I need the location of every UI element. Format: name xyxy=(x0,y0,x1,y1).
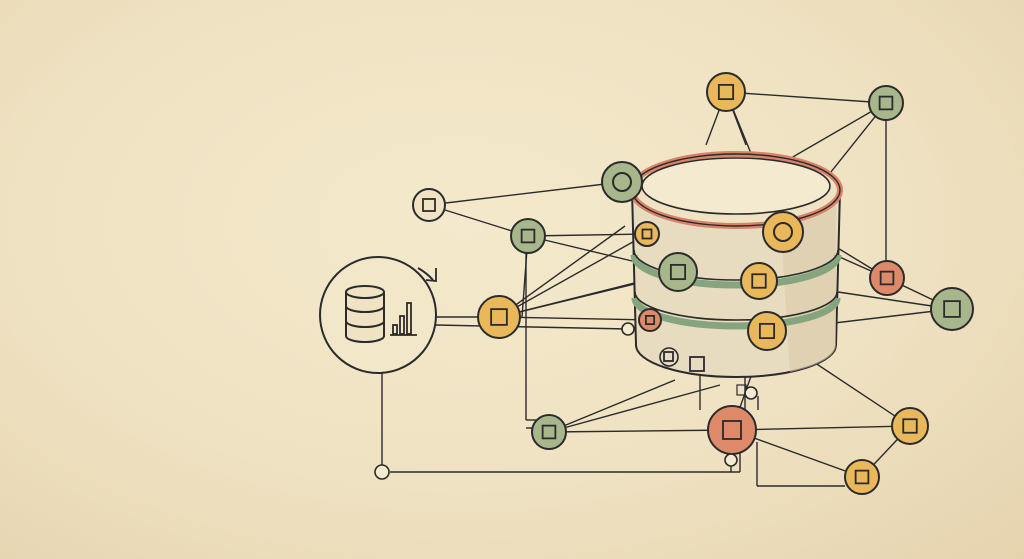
network-node xyxy=(707,405,757,455)
node-circle xyxy=(891,407,929,445)
network-node xyxy=(706,72,746,112)
connector-line xyxy=(548,379,676,433)
square-icon xyxy=(644,314,656,326)
square-icon xyxy=(722,420,742,440)
connector-line xyxy=(548,384,721,433)
network-node xyxy=(868,85,904,121)
node-circle xyxy=(869,260,905,296)
network-node xyxy=(638,308,662,332)
network-node xyxy=(658,252,698,292)
network-node xyxy=(740,262,778,300)
connector-line xyxy=(548,429,733,433)
cylinder-top-inner xyxy=(641,157,831,215)
ring-icon xyxy=(773,222,793,242)
node-circle xyxy=(510,218,546,254)
network-node xyxy=(891,407,929,445)
square-icon xyxy=(902,418,918,434)
node-circle xyxy=(707,405,757,455)
square-icon xyxy=(422,198,436,212)
square-icon xyxy=(717,83,735,101)
square-icon xyxy=(663,351,674,362)
connector-line xyxy=(435,324,629,330)
connector-line xyxy=(498,316,651,321)
network-node xyxy=(510,218,546,254)
network-node xyxy=(844,459,880,495)
network-node xyxy=(930,287,974,331)
connector-line xyxy=(725,91,887,104)
junction-dot xyxy=(744,386,758,400)
square-icon xyxy=(878,95,894,111)
connector-line xyxy=(527,233,648,237)
square-icon xyxy=(854,469,870,485)
node-circle xyxy=(747,311,787,351)
nodes-layer xyxy=(412,72,974,495)
database-analytics-badge xyxy=(319,256,437,374)
node-circle xyxy=(706,72,746,112)
connector-line xyxy=(428,181,623,206)
node-circle xyxy=(844,459,880,495)
cylinder-port-ring xyxy=(659,347,679,367)
junction-dot xyxy=(724,453,738,467)
cylinder-band-1-outline xyxy=(633,249,839,281)
node-circle xyxy=(762,211,804,253)
network-node xyxy=(601,161,643,203)
node-circle xyxy=(740,262,778,300)
database-icon xyxy=(345,285,385,343)
junction-dot xyxy=(374,464,390,480)
square-icon xyxy=(758,322,776,340)
square-icon xyxy=(490,308,508,326)
network-node xyxy=(412,188,446,222)
connector-line xyxy=(498,279,652,318)
network-node xyxy=(869,260,905,296)
square-icon xyxy=(641,228,653,240)
square-icon xyxy=(669,263,687,281)
connector-line xyxy=(731,425,911,431)
network-node xyxy=(762,211,804,253)
node-circle xyxy=(601,161,643,203)
network-node xyxy=(747,311,787,351)
ring-icon xyxy=(612,172,632,192)
node-circle xyxy=(658,252,698,292)
cylinder-band-2-outline xyxy=(634,291,838,321)
network-node xyxy=(634,221,660,247)
network-node xyxy=(477,295,521,339)
node-circle xyxy=(531,414,567,450)
node-circle xyxy=(638,308,662,332)
square-icon xyxy=(689,356,705,372)
database-cylinder xyxy=(629,151,843,396)
refresh-arrowhead xyxy=(425,268,437,282)
node-circle xyxy=(477,295,521,339)
node-circle xyxy=(634,221,660,247)
bar-chart-icon xyxy=(390,302,417,336)
connector-line xyxy=(498,233,648,318)
network-node xyxy=(531,414,567,450)
node-circle xyxy=(868,85,904,121)
square-icon xyxy=(541,424,557,440)
junction-dots-layer xyxy=(374,322,758,480)
square-icon xyxy=(879,270,895,286)
cylinder-band-1 xyxy=(630,254,842,289)
square-icon xyxy=(520,228,536,244)
square-icon xyxy=(943,300,961,318)
junction-dot xyxy=(621,322,635,336)
node-circle xyxy=(930,287,974,331)
square-icon xyxy=(751,273,767,289)
connector-line xyxy=(498,225,626,318)
node-circle xyxy=(412,188,446,222)
